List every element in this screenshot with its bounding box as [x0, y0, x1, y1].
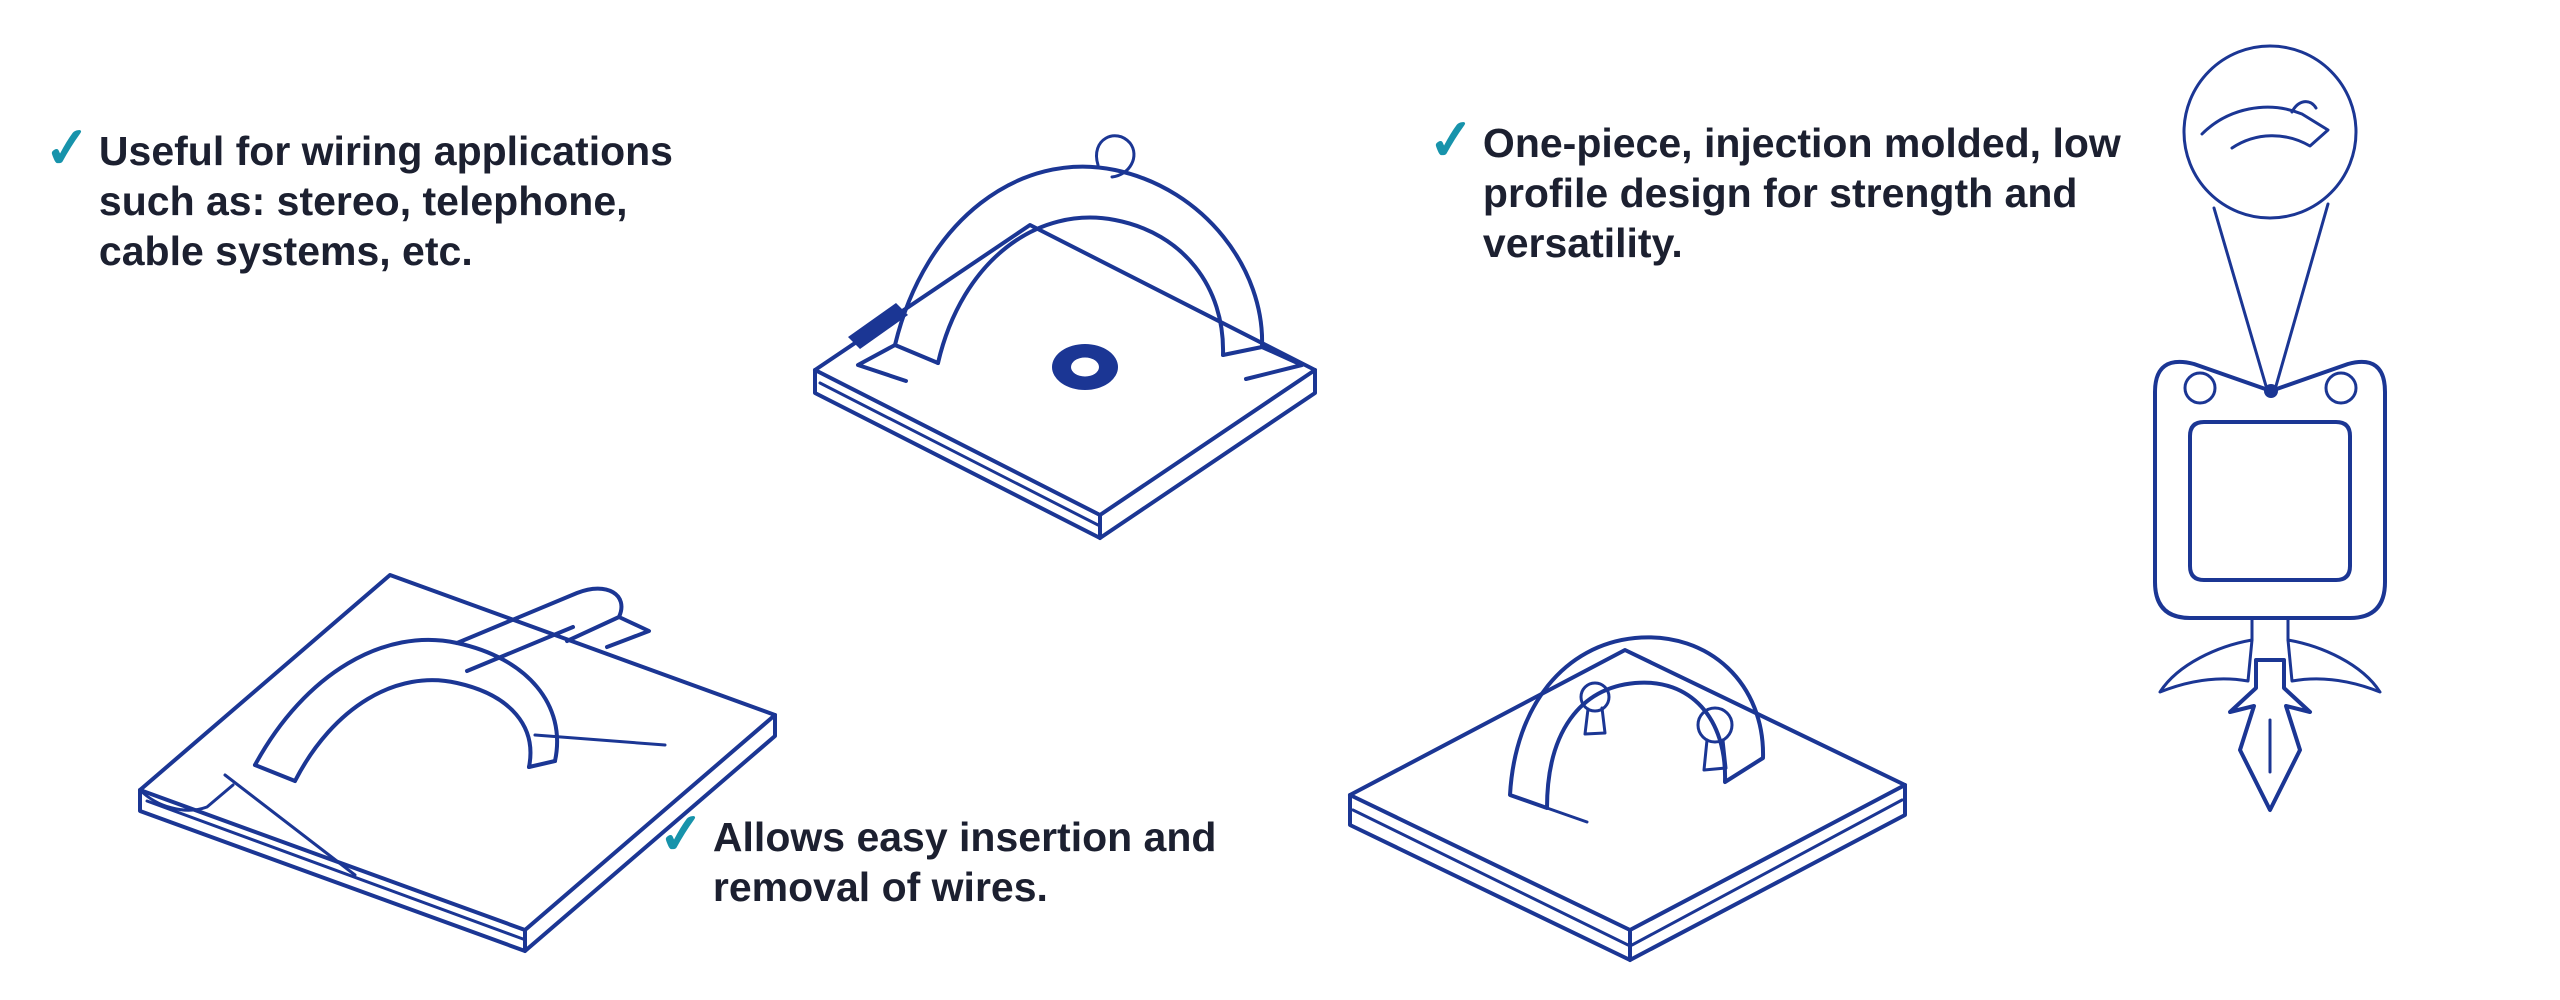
saddle-band: [253, 637, 560, 767]
clip-body: [2153, 359, 2387, 620]
feature-text-line: One-piece, injection molded, low: [1482, 120, 2121, 166]
illustration-push-mount-clip: [2070, 20, 2460, 840]
feature-text: Allows easy insertion and removal of wir…: [713, 812, 1217, 912]
feature-text-line: such as: stereo, telephone,: [98, 178, 628, 224]
corner-curl: [138, 783, 235, 812]
feature-text-line: profile design for strength and: [1482, 170, 2078, 216]
feature-text-line: Useful for wiring applications: [98, 128, 673, 174]
feature-text-line: cable systems, etc.: [98, 228, 473, 274]
lobe: [2183, 371, 2217, 405]
wing: [2286, 638, 2382, 694]
flat-clip-left-drawing: [138, 573, 777, 953]
illustration-arch-clip-right: [1295, 490, 1955, 980]
clip-base: [1348, 648, 1907, 932]
push-pin: [2228, 658, 2312, 812]
feature-one-piece-design: ✓ One-piece, injection molded, low profi…: [1426, 106, 2121, 268]
feature-text-line: versatility.: [1482, 220, 1683, 266]
feature-easy-insertion: ✓ Allows easy insertion and removal of w…: [656, 800, 1217, 912]
arch-body: [1508, 635, 1766, 810]
feature-wiring-applications: ✓ Useful for wiring applications such as…: [42, 114, 673, 276]
accent-edge: [848, 303, 908, 349]
feature-text-line: Allows easy insertion and: [712, 814, 1217, 860]
inner-cavity: [2188, 420, 2352, 582]
feature-text: Useful for wiring applications such as: …: [99, 126, 673, 276]
illustration-flat-clip-left: [105, 445, 815, 955]
saddle-arch: [893, 164, 1265, 349]
clip-arm: [455, 586, 624, 645]
keyhole: [1579, 681, 1611, 713]
feature-text-line: removal of wires.: [712, 864, 1048, 910]
wing: [2158, 638, 2254, 694]
check-icon: ✓: [41, 114, 94, 181]
keyhole: [1696, 706, 1734, 744]
latch-detail: [2200, 105, 2330, 150]
push-mount-clip-drawing: [2153, 44, 2387, 812]
check-icon: ✓: [1425, 106, 1478, 173]
lobe: [2324, 371, 2358, 405]
magnifier-circle: [2182, 44, 2358, 220]
saddle-clip-top-drawing: [813, 134, 1317, 540]
illustration-saddle-clip-top: [700, 35, 1420, 545]
magnifier-cone: [2212, 206, 2268, 388]
feature-text: One-piece, injection molded, low profile…: [1483, 118, 2121, 268]
clip-base: [138, 573, 777, 932]
arch-clip-drawing: [1348, 635, 1907, 962]
